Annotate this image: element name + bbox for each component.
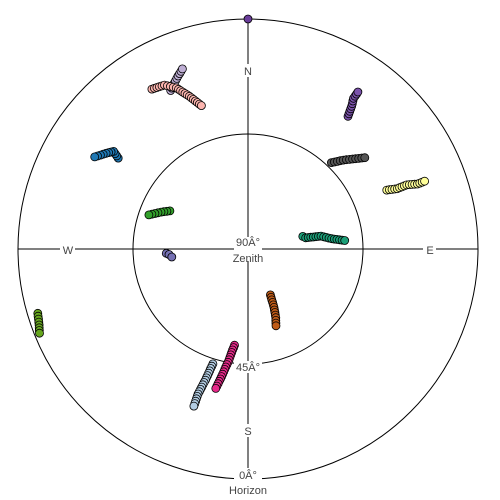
sky-point-s6-p3 — [211, 383, 221, 393]
sky-point-s10-p2 — [35, 328, 44, 338]
sky-point-s2-p3 — [360, 153, 370, 163]
sky-point-s0-p0 — [243, 14, 253, 24]
south-label: S — [244, 426, 251, 438]
sky-point-s8-p2 — [167, 252, 177, 262]
data-points — [33, 14, 430, 411]
altitude-45-label: 45Â° — [236, 361, 260, 374]
east-label: E — [426, 245, 433, 257]
zenith-label: Zenith — [233, 253, 264, 265]
sky-point-s12-p3 — [177, 64, 187, 74]
sky-point-s7-p3 — [189, 401, 199, 411]
sky-point-s13-p4 — [196, 101, 206, 110]
north-label: N — [244, 66, 252, 78]
sky-point-s4-p4 — [340, 236, 350, 245]
sky-point-s1-p3 — [353, 87, 363, 97]
altitude-0-label: 0Â° — [239, 469, 257, 482]
west-label: W — [63, 245, 74, 257]
zenith-altitude-label: 90Â° — [236, 236, 260, 249]
sky-point-s3-p4 — [420, 176, 430, 186]
sky-point-s5-p3 — [271, 321, 281, 331]
sky-point-s11-p3 — [90, 152, 100, 162]
plot-labels: N S E W 90Â° Zenith 45Â° 0Â° Horizon — [60, 64, 436, 497]
sky-point-s9-p2 — [144, 210, 154, 220]
horizon-label: Horizon — [229, 485, 267, 497]
